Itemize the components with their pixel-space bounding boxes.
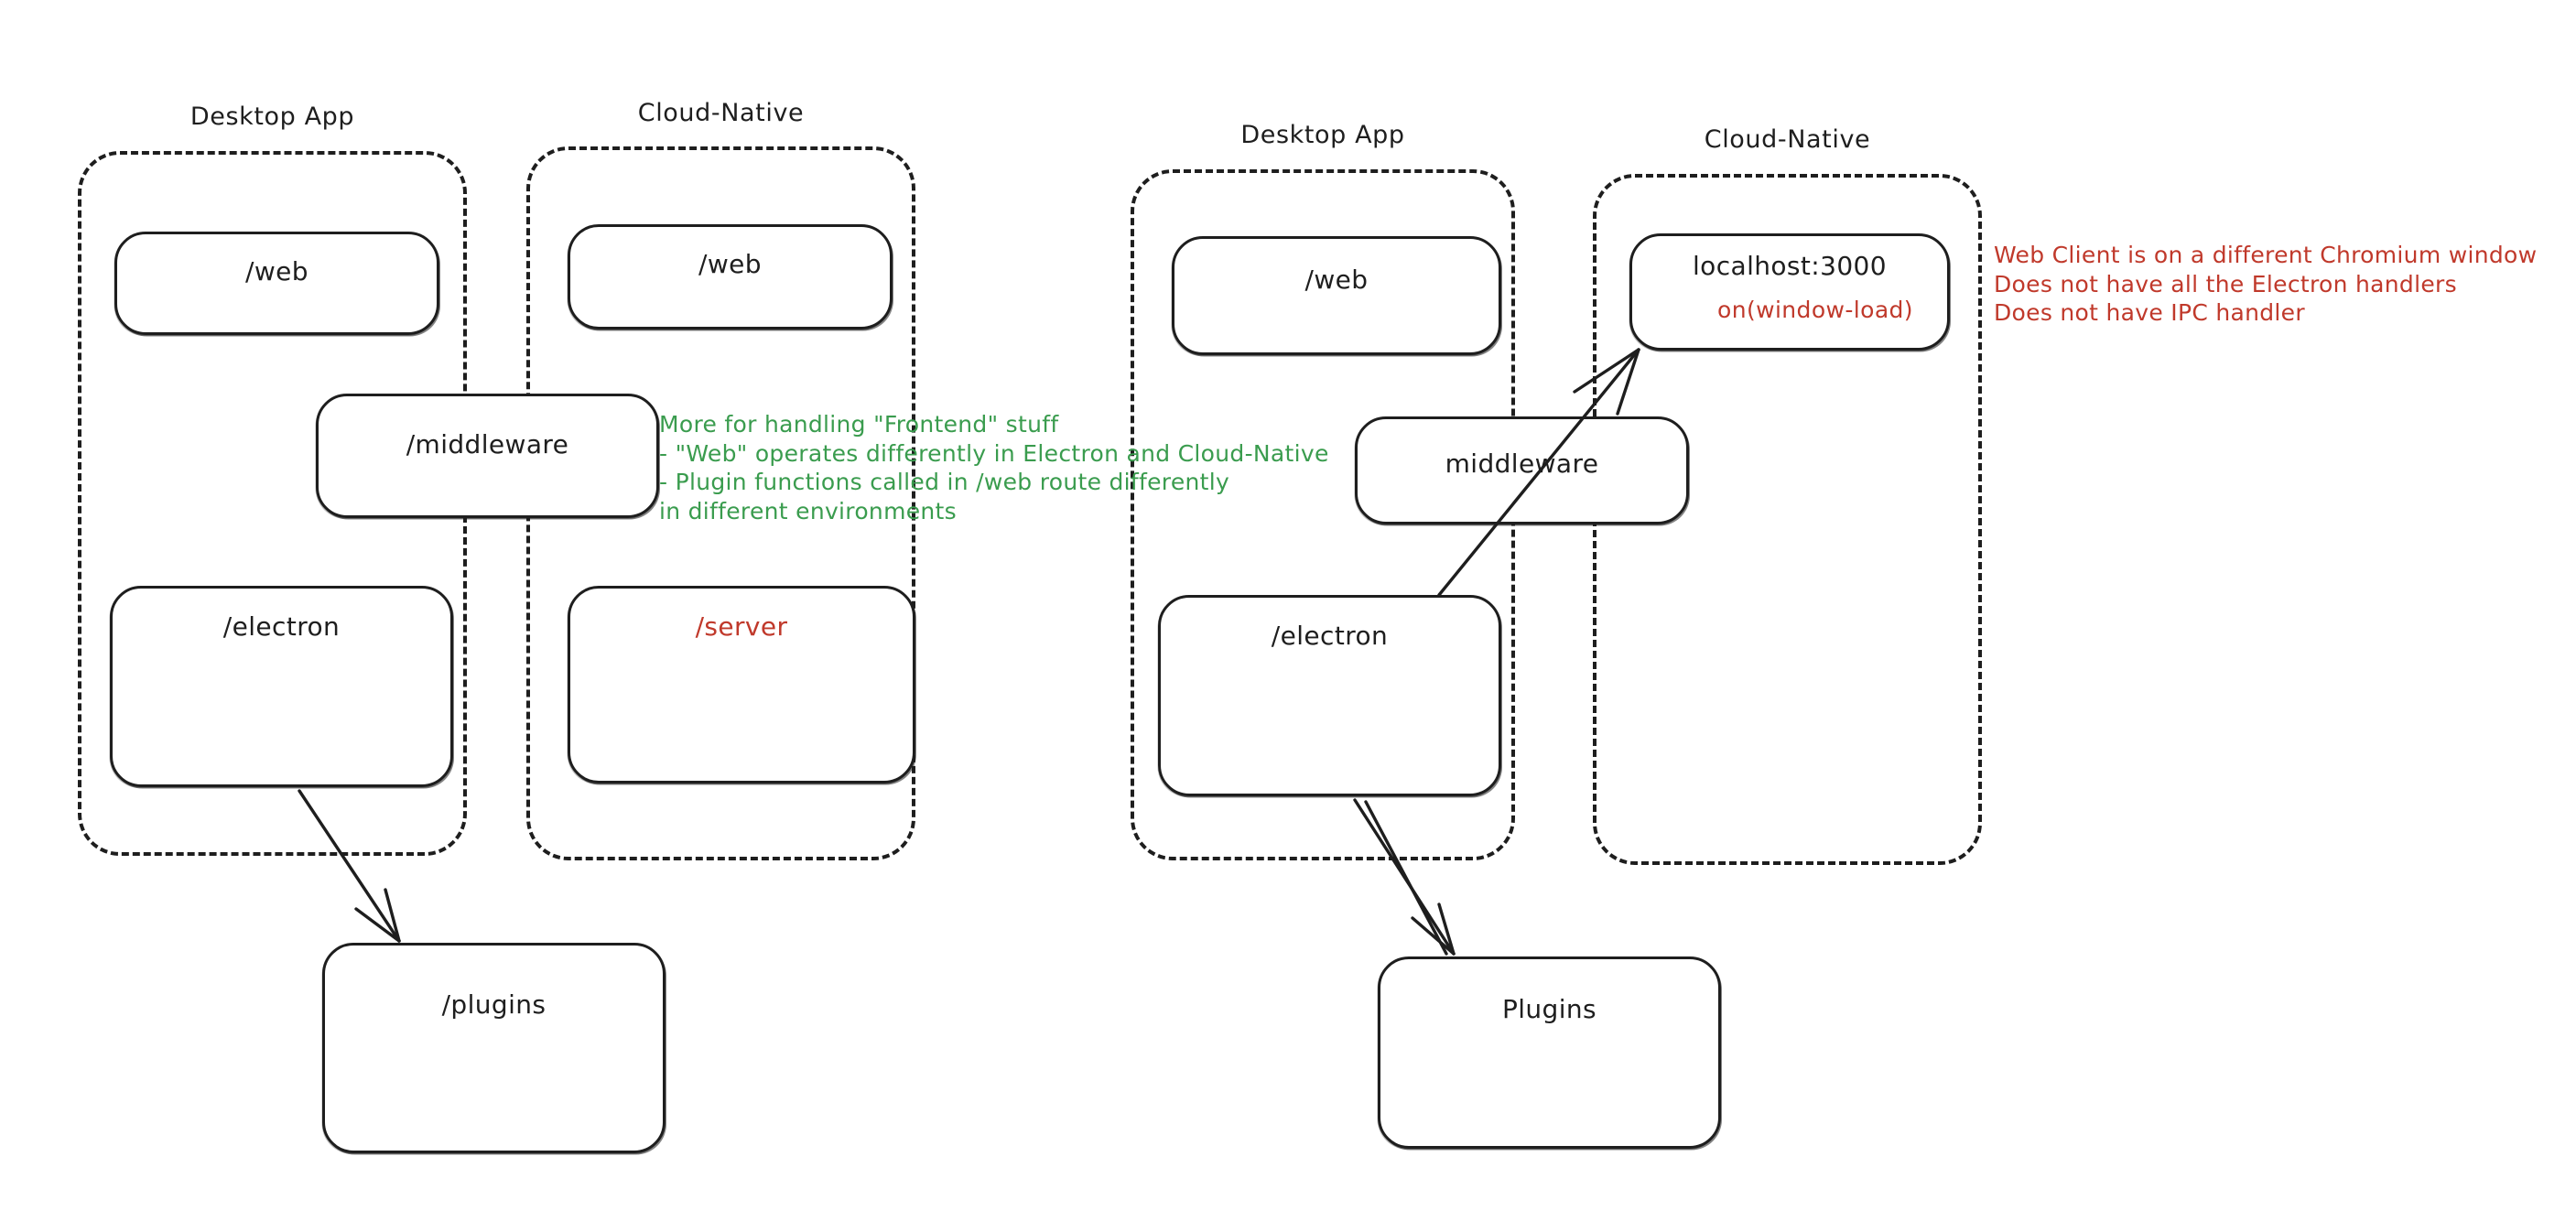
left-node-web-desktop[interactable]: /web [114, 232, 439, 335]
left-node-web-cloud[interactable]: /web [568, 224, 893, 330]
left-node-web-desktop-label: /web [245, 256, 308, 286]
right-node-localhost-onwindowload-label: on(window-load) [1717, 297, 1913, 323]
left-node-server-label: /server [695, 611, 788, 642]
right-desktop-app-group-label: Desktop App [1240, 121, 1405, 149]
green-annotation-note: More for handling "Frontend" stuff - "We… [659, 411, 1329, 524]
left-cloud-native-group-label: Cloud-Native [637, 99, 805, 127]
left-node-web-cloud-label: /web [698, 249, 762, 279]
left-node-electron-label: /electron [222, 611, 341, 642]
right-node-electron[interactable]: /electron [1158, 595, 1501, 796]
left-desktop-app-group-label: Desktop App [189, 103, 355, 131]
right-node-web[interactable]: /web [1172, 236, 1501, 355]
right-node-localhost-label: localhost:3000 [1693, 251, 1887, 281]
right-node-plugins[interactable]: Plugins [1378, 956, 1721, 1149]
left-node-plugins-label: /plugins [441, 989, 547, 1020]
right-node-middleware[interactable]: middleware [1355, 416, 1689, 524]
red-annotation-note: Web Client is on a different Chromium wi… [1994, 242, 2538, 326]
right-node-localhost[interactable]: localhost:3000 on(window-load) [1629, 233, 1950, 351]
left-node-middleware[interactable]: /middleware [316, 394, 659, 518]
right-node-electron-label: /electron [1271, 621, 1389, 651]
right-node-middleware-label: middleware [1445, 448, 1599, 479]
left-node-electron[interactable]: /electron [110, 586, 453, 787]
left-node-middleware-label: /middleware [406, 429, 569, 459]
right-node-plugins-label: Plugins [1501, 994, 1597, 1024]
left-node-plugins[interactable]: /plugins [322, 943, 666, 1153]
right-node-web-label: /web [1304, 265, 1369, 295]
right-cloud-native-group-label: Cloud-Native [1704, 125, 1871, 154]
left-node-server[interactable]: /server [568, 586, 915, 784]
